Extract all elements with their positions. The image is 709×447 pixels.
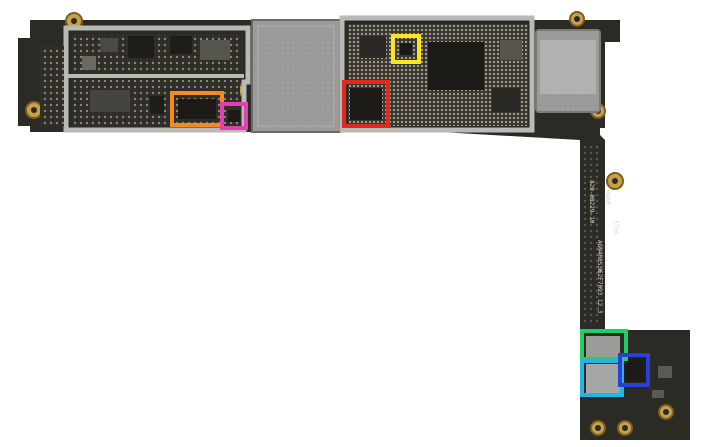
silkscreen-text: 820-00229-10 AGN4R0S3K HARM 3716 62F7093… xyxy=(588,180,619,314)
blue-highlight-box xyxy=(618,353,650,387)
silkscreen-line5: 62F7093 12.3 xyxy=(596,270,603,314)
silkscreen-line3: HARM xyxy=(604,190,611,205)
yellow-highlight-box xyxy=(391,34,421,64)
center-shield-can xyxy=(251,19,341,133)
silkscreen-line1: 820-00229-10 xyxy=(588,180,595,224)
highlight-overlays xyxy=(170,34,650,397)
red-highlight-box xyxy=(342,80,390,128)
silkscreen-line2: AGN4R0S3K xyxy=(596,240,603,273)
left-components xyxy=(82,36,230,115)
silkscreen-line4: 3716 xyxy=(612,220,619,235)
processor-chip xyxy=(428,42,484,90)
pink-highlight-box xyxy=(220,102,248,130)
left-shield-frame xyxy=(63,25,251,133)
